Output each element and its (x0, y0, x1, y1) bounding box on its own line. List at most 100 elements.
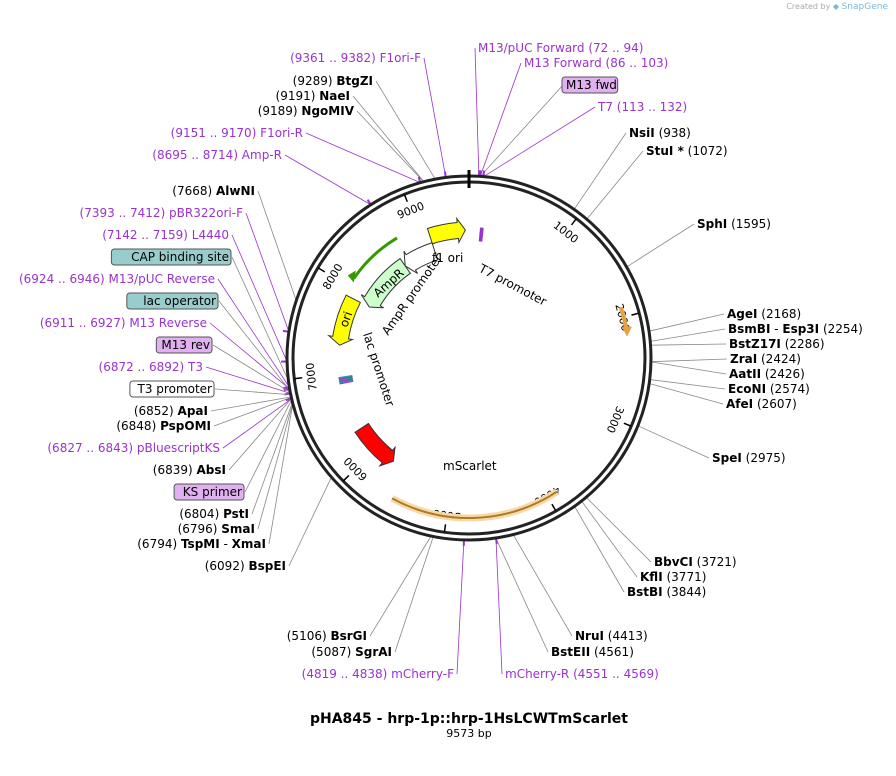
site-label-bsteii[interactable]: BstEII (4561) (551, 645, 634, 659)
tick-mark-6000 (342, 474, 350, 482)
site-label-sphi[interactable]: SphI (1595) (697, 217, 771, 231)
site-label-tspmi[interactable]: (6794) TspMI - XmaI (137, 537, 266, 551)
site-label-bbvci[interactable]: BbvCI (3721) (654, 555, 737, 569)
site-label-m13-puc-forward-72-94[interactable]: M13/pUC Forward (72 .. 94) (478, 41, 644, 55)
site-label-bsrgi[interactable]: (5106) BsrGI (287, 629, 367, 643)
leader-line-8 (231, 234, 288, 362)
leader-line-23 (268, 403, 294, 545)
site-label-bstbi[interactable]: BstBI (3844) (627, 585, 706, 599)
t7-mark-0 (478, 227, 483, 242)
site-label-absi[interactable]: (6839) AbsI (153, 463, 226, 477)
site-label-nrui[interactable]: NruI (4413) (575, 629, 648, 643)
lac-mark-3 (338, 377, 353, 381)
site-label-9361-9382-f1ori-f[interactable]: (9361 .. 9382) F1ori-F (290, 51, 421, 65)
leader-line-40 (649, 379, 726, 390)
site-label-aatii[interactable]: AatII (2426) (729, 367, 805, 381)
label-text: AatII (2426) (729, 367, 805, 381)
site-label-6827-6843-pbluescriptks[interactable]: (6827 .. 6843) pBluescriptKS (47, 441, 220, 455)
label-text: M13 rev (161, 338, 210, 352)
feature-arrow-ampr[interactable] (360, 257, 412, 309)
tick-mark-2000 (631, 312, 640, 316)
site-label-8695-8714-amp-r[interactable]: (8695 .. 8714) Amp-R (152, 148, 282, 162)
site-label-bspei[interactable]: (6092) BspEI (205, 559, 286, 573)
label-text: (9361 .. 9382) F1ori-F (290, 51, 421, 65)
leader-line-10 (217, 278, 290, 388)
site-label-m13-fwd[interactable]: M13 fwd (561, 76, 619, 94)
site-label-afei[interactable]: AfeI (2607) (726, 397, 797, 411)
site-label-psti[interactable]: (6804) PstI (179, 507, 249, 521)
site-label-9151-9170-f1ori-r[interactable]: (9151 .. 9170) F1ori-R (171, 126, 303, 140)
site-label-6924-6946-m13-puc-reverse[interactable]: (6924 .. 6946) M13/pUC Reverse (19, 272, 215, 286)
label-text: (7142 .. 7159) L4440 (102, 228, 229, 242)
label-text: (6839) AbsI (153, 463, 226, 477)
site-label-pspomi[interactable]: (6848) PspOMI (116, 419, 211, 433)
site-label-bsmbi[interactable]: BsmBI - Esp3I (2254) (728, 322, 863, 336)
site-label-cap-binding-site[interactable]: CAP binding site (110, 248, 232, 266)
label-text: AfeI (2607) (726, 397, 797, 411)
label-text: (4819 .. 4838) mCherry-F (302, 667, 454, 681)
leader-line-46 (512, 534, 573, 637)
site-label-btgzi[interactable]: (9289) BtgZI (293, 74, 373, 88)
feature-arrow-mscarlet[interactable] (354, 422, 396, 467)
tick-label-1000: 1000 (551, 219, 581, 246)
label-text: T3 promoter (137, 382, 213, 396)
label-text: StuI * (1072) (646, 144, 728, 158)
site-label-ks-primer[interactable]: KS primer (173, 483, 245, 501)
leader-line-13 (212, 344, 291, 393)
site-label-m13-rev[interactable]: M13 rev (155, 336, 213, 354)
site-label-6911-6927-m13-reverse[interactable]: (6911 .. 6927) M13 Reverse (40, 316, 207, 330)
leader-line-21 (251, 402, 293, 515)
leader-line-12 (209, 322, 290, 390)
site-label-smai[interactable]: (6796) SmaI (178, 522, 255, 536)
label-text: NruI (4413) (575, 629, 648, 643)
leader-line-45 (574, 506, 625, 593)
site-label-7142-7159-l4440[interactable]: (7142 .. 7159) L4440 (102, 228, 229, 242)
leader-line-4 (305, 132, 421, 184)
site-label-alwni[interactable]: (7668) AlwNI (172, 184, 255, 198)
site-label-lac-operator[interactable]: lac operator (126, 292, 219, 310)
site-label-nsii[interactable]: NsiI (938) (629, 126, 691, 140)
site-label-naei[interactable]: (9191) NaeI (276, 89, 350, 103)
site-label-7393-7412-pbr322ori-f[interactable]: (7393 .. 7412) pBR322ori-F (80, 206, 244, 220)
leader-line-20 (244, 399, 293, 493)
site-label-spei[interactable]: SpeI (2975) (712, 451, 786, 465)
leader-line-37 (650, 343, 727, 346)
site-label-stui[interactable]: StuI * (1072) (646, 144, 728, 158)
site-label-apai[interactable]: (6852) ApaI (134, 404, 208, 418)
label-text: (5106) BsrGI (287, 629, 367, 643)
site-label-zrai[interactable]: ZraI (2424) (730, 352, 801, 366)
site-label-t7-113-132[interactable]: T7 (113 .. 132) (597, 100, 687, 114)
feature-arrows (327, 216, 484, 467)
site-label-sgrai[interactable]: (5087) SgrAI (311, 645, 392, 659)
leader-line-33 (586, 150, 644, 220)
feature-arrow-ampr-promoter[interactable] (403, 242, 439, 274)
feature-arrow-f1-ori[interactable] (426, 216, 466, 245)
lac-mark-1 (339, 379, 354, 384)
feature-arrow-ori[interactable] (327, 294, 362, 346)
site-label-mcherry-r-4551-4569[interactable]: mCherry-R (4551 .. 4569) (505, 667, 659, 681)
site-label-bstz17i[interactable]: BstZ17I (2286) (729, 337, 825, 351)
site-label-agei[interactable]: AgeI (2168) (727, 307, 801, 321)
tick-mark-3000 (623, 422, 632, 427)
site-label-econi[interactable]: EcoNI (2574) (728, 382, 810, 396)
site-label-ngomiv[interactable]: (9189) NgoMIV (258, 104, 355, 118)
label-text: ZraI (2424) (730, 352, 801, 366)
label-text: BbvCI (3721) (654, 555, 737, 569)
site-label-kfli[interactable]: KflI (3771) (640, 570, 706, 584)
site-label-t3-promoter[interactable]: T3 promoter (129, 380, 215, 398)
leader-line-24 (288, 477, 332, 567)
orf-arc-1-head (621, 326, 632, 337)
t7-mark-1 (480, 227, 484, 242)
site-label-4819-4838-mcherry-f[interactable]: (4819 .. 4838) mCherry-F (302, 667, 454, 681)
label-text: (6924 .. 6946) M13/pUC Reverse (19, 272, 215, 286)
feature-label-ori: ori (337, 310, 355, 329)
site-label-6872-6892-t3[interactable]: (6872 .. 6892) T3 (99, 360, 203, 374)
leader-line-43 (585, 496, 652, 563)
ampr-direction-arc (352, 236, 398, 280)
leader-line-17 (213, 396, 292, 427)
site-label-m13-forward-86-103[interactable]: M13 Forward (86 .. 103) (524, 56, 668, 70)
label-text: (9151 .. 9170) F1ori-R (171, 126, 303, 140)
leader-line-36 (650, 328, 726, 342)
label-text: CAP binding site (131, 250, 229, 264)
